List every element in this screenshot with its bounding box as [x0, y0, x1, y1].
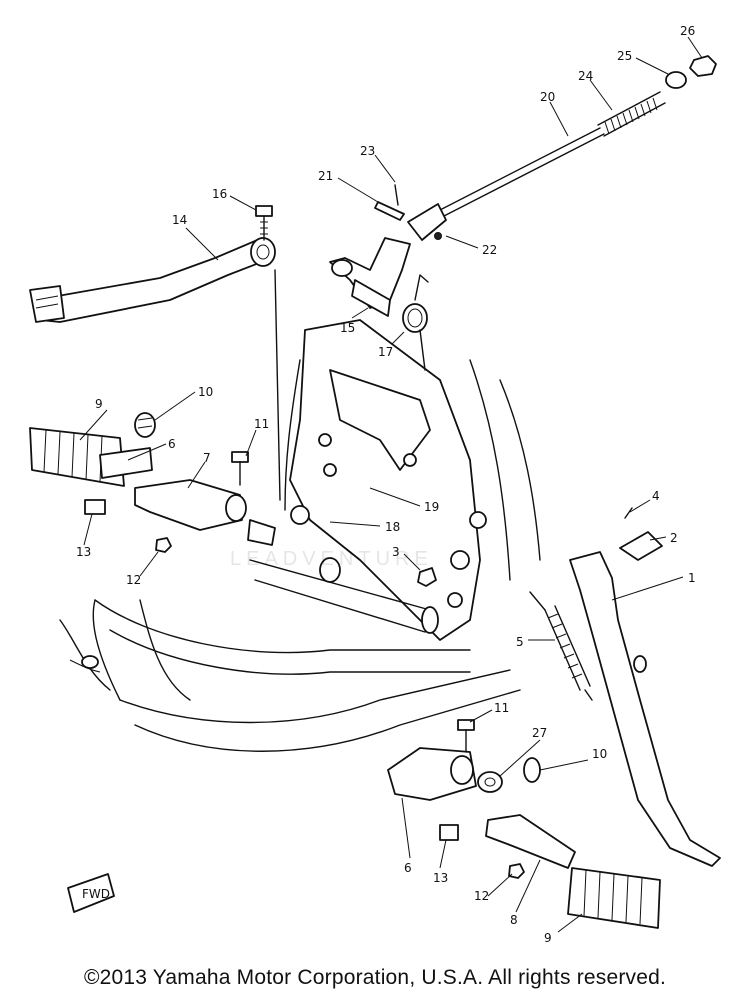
callout-3: 3: [392, 545, 400, 559]
callout-10-right: 10: [592, 747, 607, 761]
callouts: 26 25 24 20 23 21 22 16 14 15 17 10 9 6 …: [76, 24, 696, 945]
callout-24: 24: [578, 69, 593, 83]
callout-20: 20: [540, 90, 555, 104]
shift-cable-assembly: [329, 55, 717, 371]
callout-4: 4: [652, 489, 660, 503]
callout-6-right: 6: [404, 861, 412, 875]
copyright-notice: ©2013 Yamaha Motor Corporation, U.S.A. A…: [83, 966, 667, 989]
fwd-arrow-icon: FWD: [67, 873, 115, 913]
callout-21: 21: [318, 169, 333, 183]
callout-12-right: 12: [474, 889, 489, 903]
right-footrest: [387, 719, 661, 929]
callout-27: 27: [532, 726, 547, 740]
callout-10-left: 10: [198, 385, 213, 399]
callout-22: 22: [482, 243, 497, 257]
callout-19: 19: [424, 500, 439, 514]
callout-25: 25: [617, 49, 632, 63]
callout-8: 8: [510, 913, 518, 927]
spring-24: [597, 91, 666, 137]
callout-16: 16: [212, 187, 227, 201]
leader-lines: [79, 36, 703, 933]
fwd-label: FWD: [82, 887, 110, 901]
callout-26: 26: [680, 24, 695, 38]
callout-9-right: 9: [544, 931, 552, 945]
spring-5: [529, 591, 593, 701]
watermark: LEADVENTURE: [230, 548, 433, 570]
callout-13-right: 13: [433, 871, 448, 885]
callout-14: 14: [172, 213, 187, 227]
callout-7: 7: [203, 451, 211, 465]
callout-9-left: 9: [95, 397, 103, 411]
callout-1: 1: [688, 571, 696, 585]
callout-11-left: 11: [254, 417, 269, 431]
callout-17: 17: [378, 345, 393, 359]
callout-15: 15: [340, 321, 355, 335]
callout-6-left: 6: [168, 437, 176, 451]
callout-11-right: 11: [494, 701, 509, 715]
shift-pedal: [29, 205, 276, 323]
callout-2: 2: [670, 531, 678, 545]
callout-5: 5: [516, 635, 524, 649]
callout-18: 18: [385, 520, 400, 534]
side-stand: [417, 507, 721, 867]
callout-23: 23: [360, 144, 375, 158]
callout-12-left: 12: [126, 573, 141, 587]
left-footrest: [29, 412, 276, 553]
spring-17: [402, 274, 429, 371]
callout-13-left: 13: [76, 545, 91, 559]
frame: [59, 269, 541, 752]
